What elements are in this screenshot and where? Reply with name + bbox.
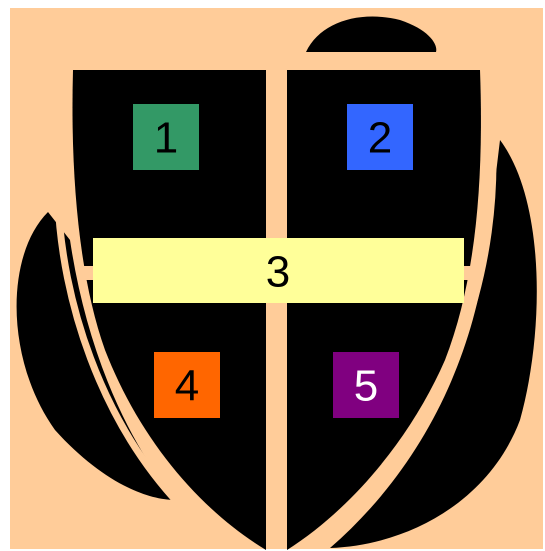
divider-left-stub xyxy=(78,266,94,280)
box-4-label: 4 xyxy=(175,362,199,411)
divider-right-stub xyxy=(462,266,478,280)
box-2-label: 2 xyxy=(368,114,392,163)
box-1-label: 1 xyxy=(154,114,178,163)
box-5-label: 5 xyxy=(354,362,378,411)
box-3-label: 3 xyxy=(266,248,290,297)
